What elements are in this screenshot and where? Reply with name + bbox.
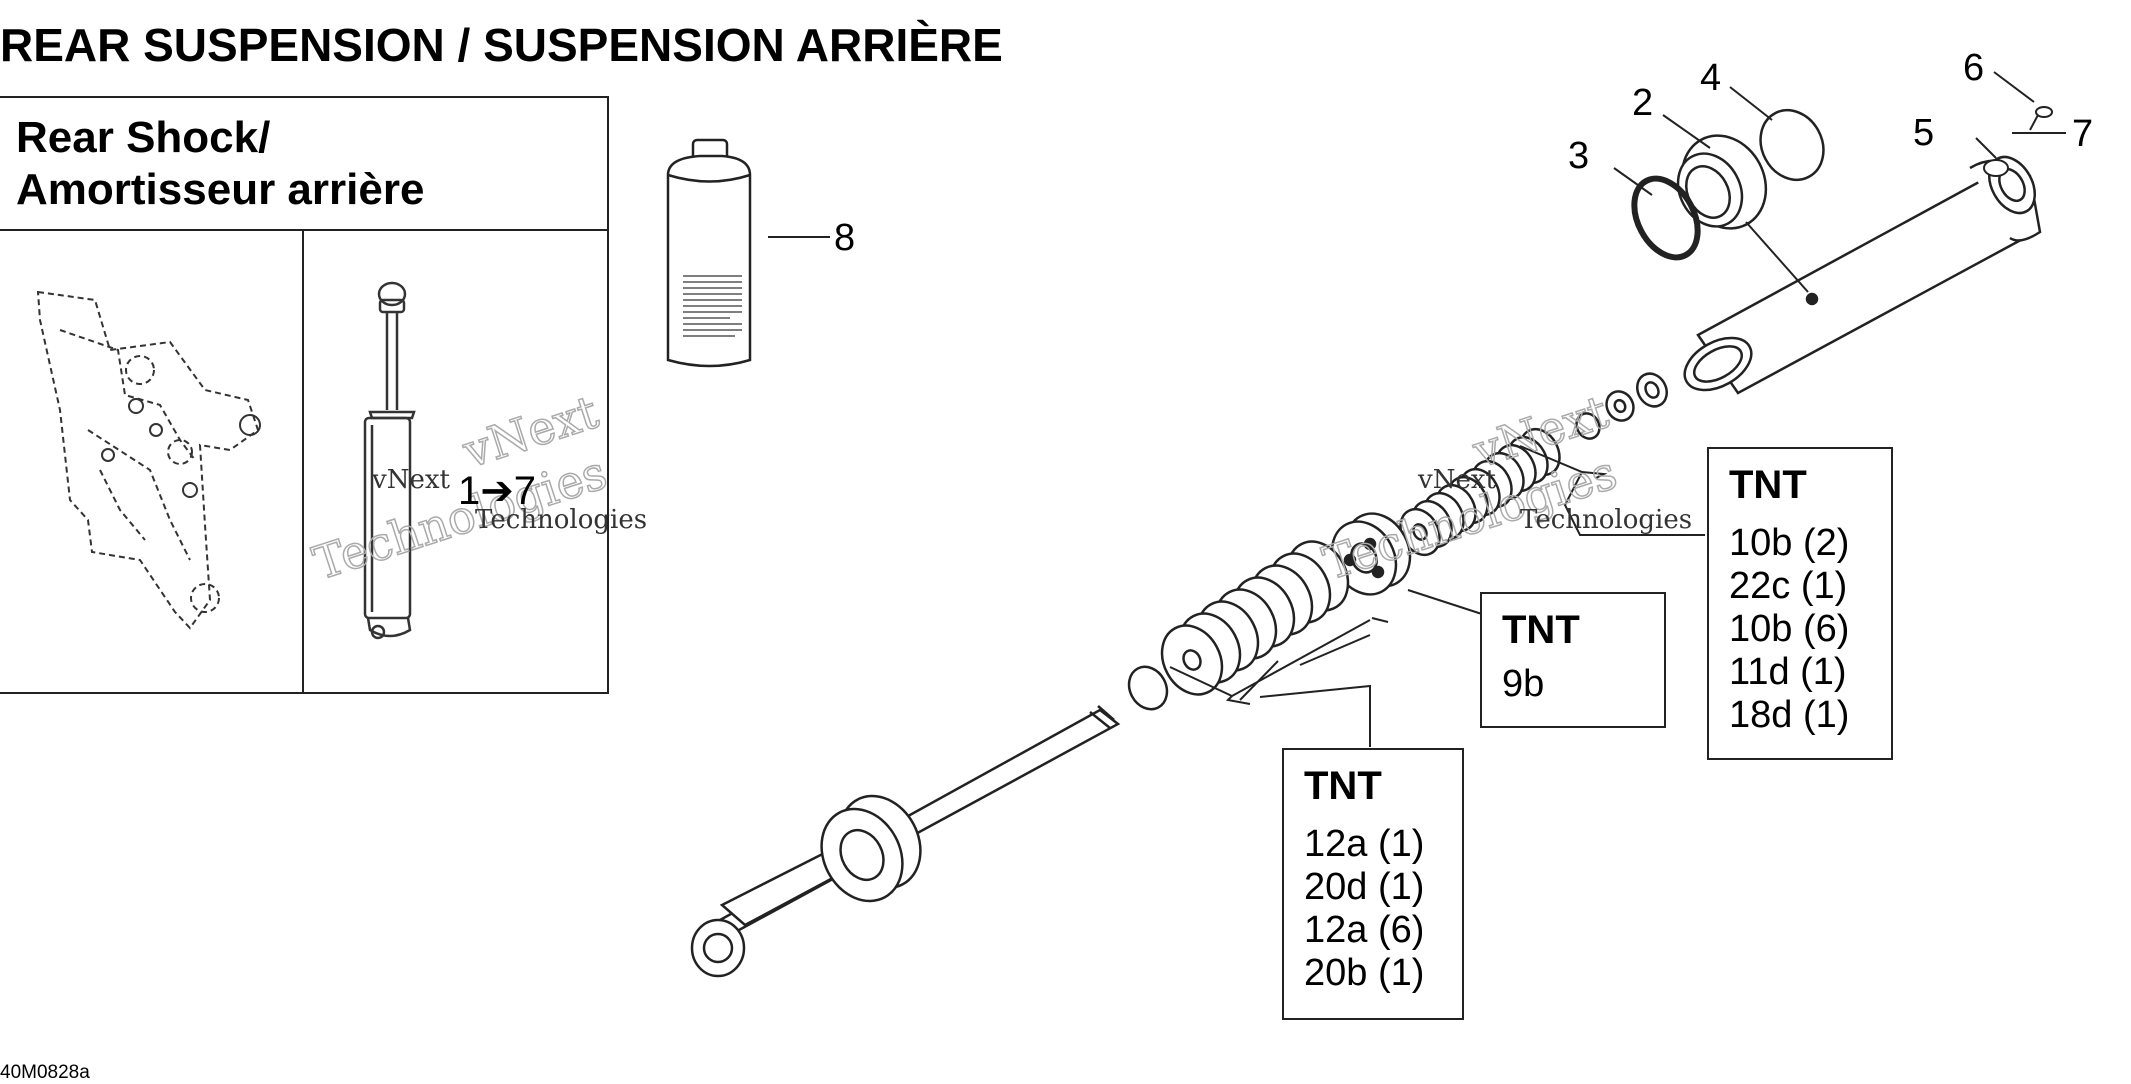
nut-and-washers	[1575, 372, 1668, 440]
tnt-box-lower-line: 20b (1)	[1304, 952, 1425, 994]
tnt-box-lower-line: 20d (1)	[1304, 866, 1425, 908]
tnt-box-lower-line: 12a (1)	[1304, 823, 1425, 865]
watermark-small: vNext Technologies vNext Technologies	[371, 465, 1692, 535]
oil-bottle	[666, 138, 752, 368]
tnt-box-piston-head: TNT	[1502, 608, 1580, 652]
rod-eye-assembly	[690, 794, 922, 978]
lower-shim-stack	[1160, 540, 1350, 696]
tnt-box-upper-line: 18d (1)	[1729, 694, 1850, 736]
subassembly-title-line2: Amortisseur arrière	[16, 165, 425, 214]
watermark-small-1-right: vNext	[1417, 465, 1496, 495]
tnt-box-piston-line: 9b	[1502, 663, 1545, 705]
tnt-box-lower-line: 12a (6)	[1304, 909, 1425, 951]
assembled-shock-sketch	[363, 281, 416, 640]
callout-7: 7	[2072, 113, 2093, 155]
tnt-box-lower-head: TNT	[1304, 764, 1382, 808]
suspension-frame-sketch	[36, 290, 260, 630]
diaphragm-disc	[1759, 108, 1825, 182]
upper-shim-stack	[1399, 427, 1561, 557]
callout-leaders	[1613, 71, 2066, 196]
o-ring	[1631, 175, 1701, 261]
rod-washer	[1127, 665, 1169, 711]
callout-5: 5	[1913, 112, 1934, 154]
callout-numbers: 2 3 4 5 6 7 8	[834, 47, 2093, 259]
tnt-leaders	[1169, 445, 1705, 747]
tnt-box-lower: TNT 12a (1) 20d (1) 12a (6) 20b (1)	[1282, 748, 1464, 1020]
valve-parts	[1983, 106, 2053, 177]
subassembly-title-line1: Rear Shock/	[16, 113, 271, 162]
callout-4: 4	[1700, 57, 1721, 99]
watermark-small-1-left: vNext	[371, 465, 450, 495]
callout-8: 8	[834, 217, 855, 259]
tnt-box-upper-line: 10b (6)	[1729, 608, 1850, 650]
tnt-box-upper-head: TNT	[1729, 463, 1807, 507]
subassembly-range-label: 1➔7	[458, 469, 536, 513]
callout-6: 6	[1963, 47, 1984, 89]
subassembly-title: Rear Shock/ Amortisseur arrière	[16, 112, 424, 216]
frame-holes	[101, 398, 261, 498]
tnt-box-upper: TNT 10b (2) 22c (1) 10b (6) 11d (1) 18d …	[1707, 447, 1893, 760]
tnt-box-upper-line: 11d (1)	[1729, 651, 1847, 693]
seal-head	[1676, 134, 1809, 293]
page-title: REAR SUSPENSION / SUSPENSION ARRIÈRE	[0, 19, 1003, 71]
subassembly-box	[0, 96, 609, 694]
tnt-box-piston: TNT 9b	[1480, 592, 1666, 728]
tnt-box-upper-line: 22c (1)	[1729, 565, 1848, 607]
drawing-code: 40M0828a	[0, 1062, 90, 1083]
watermark-small-2-left: Technologies	[475, 505, 647, 535]
tnt-box-upper-line: 10b (2)	[1729, 522, 1850, 564]
watermark-small-2-right: Technologies	[1520, 505, 1692, 535]
callout-2: 2	[1632, 82, 1653, 124]
callout-3: 3	[1568, 135, 1589, 177]
